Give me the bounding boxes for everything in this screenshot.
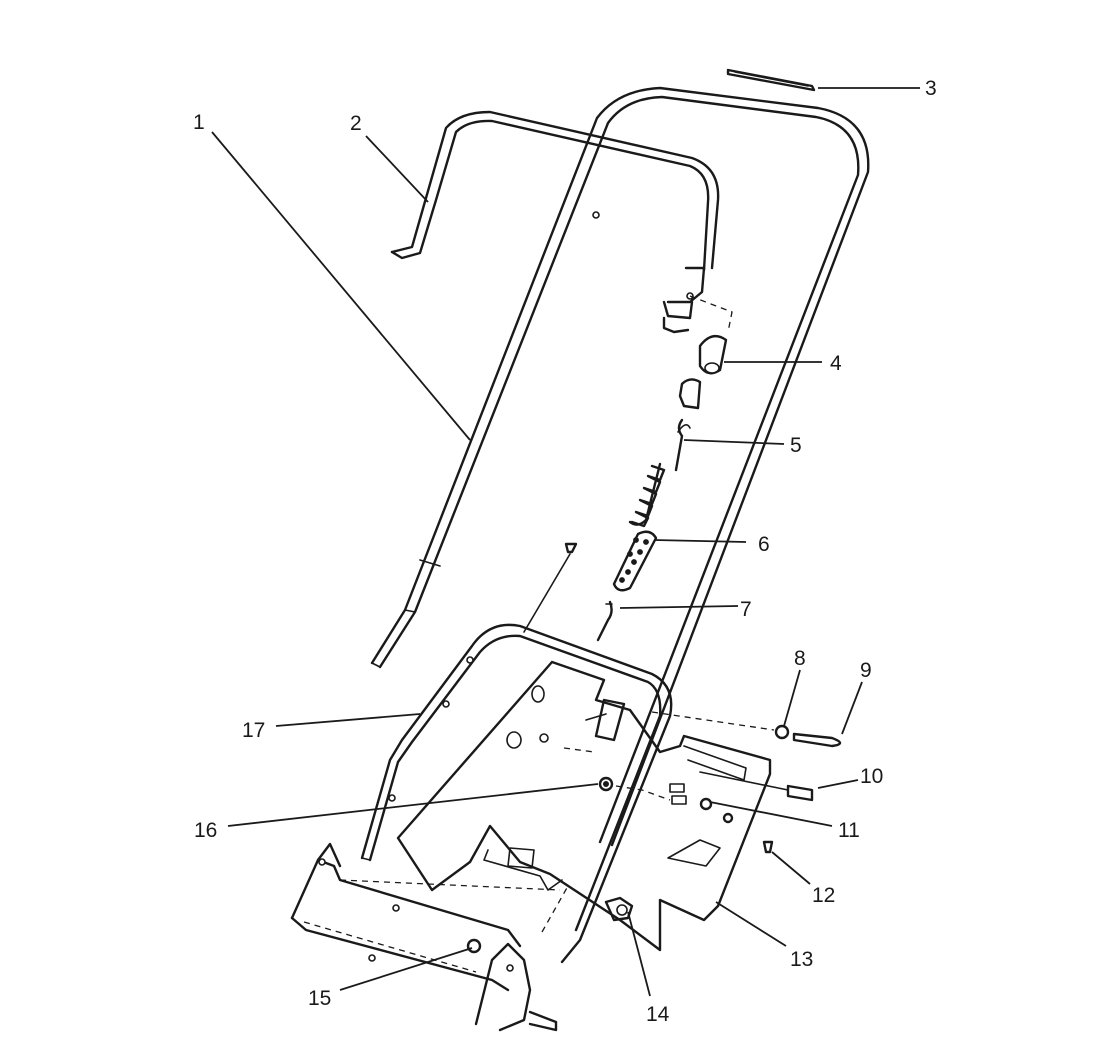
callout-14: 14 bbox=[646, 1003, 670, 1026]
callout-17: 17 bbox=[242, 719, 265, 742]
hairpin-clip bbox=[596, 600, 613, 642]
bolt-and-pin bbox=[774, 724, 842, 748]
callout-7: 7 bbox=[740, 598, 752, 621]
bolt bbox=[699, 771, 814, 802]
callout-15: 15 bbox=[308, 987, 331, 1010]
leader-lines bbox=[211, 87, 920, 997]
callout-10: 10 bbox=[860, 765, 883, 788]
knob bbox=[604, 896, 634, 922]
callout-8: 8 bbox=[794, 647, 806, 670]
callout-6: 6 bbox=[758, 533, 770, 556]
callout-11: 11 bbox=[838, 819, 860, 842]
nut bbox=[539, 733, 614, 792]
callout-13: 13 bbox=[790, 948, 813, 971]
spring bbox=[628, 418, 691, 528]
callout-3: 3 bbox=[925, 77, 937, 100]
alignment-lines bbox=[563, 711, 775, 801]
callout-2: 2 bbox=[350, 112, 362, 135]
adjustment-bracket bbox=[612, 530, 658, 592]
callout-9: 9 bbox=[860, 659, 872, 682]
callout-4: 4 bbox=[830, 352, 842, 375]
callout-labels: 1 2 3 4 5 6 7 8 9 10 11 12 13 14 15 16 1… bbox=[193, 77, 937, 1026]
shroud-panel bbox=[396, 660, 772, 952]
callout-5: 5 bbox=[790, 434, 802, 457]
control-bail bbox=[390, 110, 720, 334]
small-screw bbox=[762, 840, 774, 854]
callout-1: 1 bbox=[193, 111, 205, 134]
callout-12: 12 bbox=[812, 884, 835, 907]
upper-handle bbox=[370, 86, 870, 847]
callout-16: 16 bbox=[194, 819, 217, 842]
grip-strip bbox=[726, 68, 816, 92]
cable-connector bbox=[678, 295, 733, 410]
washer bbox=[699, 797, 734, 824]
bracket-assembly bbox=[290, 842, 569, 1032]
screw bbox=[523, 542, 578, 633]
lower-handle bbox=[360, 623, 673, 964]
